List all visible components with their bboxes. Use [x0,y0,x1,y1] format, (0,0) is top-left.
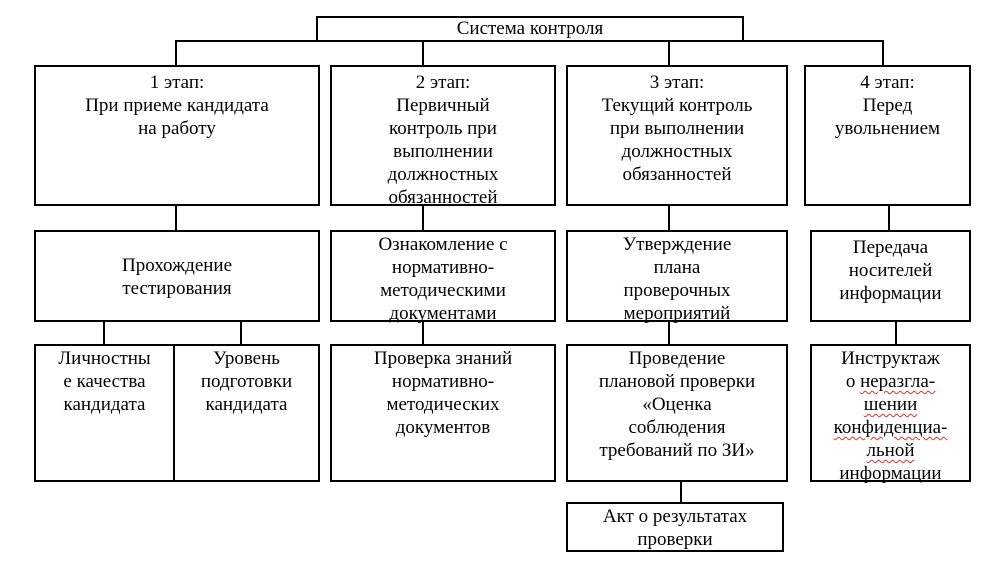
inspection-act-box: Акт о результатах проверки [566,502,784,552]
familiarization-line-4: документами [389,303,497,324]
knowledge-check-line-3: методических [386,394,500,415]
training-level-line-2: подготовки [200,371,293,392]
knowledge-check-line-1: Проверка знаний [373,348,513,369]
media-handover-line-3: информации [839,283,942,304]
stage-4-box: 4 этап: Перед увольнением [804,65,971,206]
stage-2-box: 2 этап: Первичный контроль при выполнени… [330,65,556,208]
nda-briefing-box: Инструктаж о неразгла- шении конфиденциа… [810,344,971,484]
root-drop-4 [882,40,884,66]
planned-inspection-box: Проведение плановой проверки «Оценка соб… [566,344,788,482]
plan-approval-line-2: плана [653,257,701,278]
stage-1-line-3: на работу [138,118,216,139]
stage-3-line-5: обязанностей [622,164,732,185]
stage-2-line-6: обязанностей [388,187,498,208]
stage-3-line-3: при выполнении [609,118,745,139]
root-drop-1 [175,40,177,66]
testing-line-2: тестирования [122,278,232,299]
stage-2-line-3: контроль при [389,118,497,139]
plan-approval-line-3: проверочных [623,280,731,301]
stage1-connector [175,205,177,231]
stage-2-line-1: 2 этап: [415,72,471,93]
training-level-line-1: Уровень [213,348,280,369]
planned-inspection-line-1: Проведение [628,348,726,369]
nda-briefing-word-nerazgla: неразгла- [860,371,936,392]
plan-approval-box: Утверждение плана проверочных мероприяти… [566,230,788,324]
testing-connector-left [103,321,105,345]
training-level-line-3: кандидата [205,394,288,415]
planned-inspection-line-2: плановой проверки [598,371,756,392]
stage-2-line-4: выполнении [393,141,493,162]
stage-2-line-2: Первичный [396,95,490,116]
level2-2-connector [422,321,424,345]
level2-4-connector [895,321,897,345]
stage-4-line-1: 4 этап: [860,72,915,93]
familiarization-line-1: Ознакомление с [378,234,508,255]
testing-connector-right [240,321,242,345]
stage3-connector [668,205,670,231]
nda-briefing-line-5: льной [866,440,915,461]
stage2-connector [422,205,424,231]
plan-approval-line-1: Утверждение [622,234,732,255]
knowledge-check-box: Проверка знаний нормативно- методических… [330,344,556,482]
root-drop-2 [422,40,424,66]
plan-approval-line-4: мероприятий [623,303,731,324]
planned-inspection-line-3: «Оценка [642,394,712,415]
knowledge-check-line-4: документов [395,417,491,438]
media-handover-line-1: Передача [852,237,929,258]
familiarization-line-2: нормативно- [391,257,495,278]
personal-qualities-line-2: е качества [63,371,146,392]
testing-line-1: Прохождение [121,255,233,276]
personal-qualities-line-3: кандидата [63,394,146,415]
planned-inspection-line-4: соблюдения [628,417,726,438]
knowledge-check-line-2: нормативно- [391,371,495,392]
familiarization-box: Ознакомление с нормативно- методическими… [330,230,556,324]
root-box: Система контроля [316,16,744,42]
inspection-act-line-2: проверки [637,529,713,550]
stage-1-box: 1 этап: При приеме кандидата на работу [34,65,320,206]
stage-3-box: 3 этап: Текущий контроль при выполнении … [566,65,788,206]
nda-briefing-line-6: информации [839,463,942,484]
stage-4-line-2: Перед [862,95,913,116]
nda-briefing-line-4: конфиденциа- [833,417,948,438]
stage-3-line-4: должностных [621,141,733,162]
root-drop-3 [668,40,670,66]
stage-3-line-2: Текущий контроль [601,95,753,116]
testing-box: Прохождение тестирования [34,230,320,322]
level2-3-connector [668,321,670,345]
nda-briefing-line-3: шении [863,394,918,415]
stage-4-line-3: увольнением [834,118,941,139]
inspection-act-line-1: Акт о результатах [602,506,748,527]
root-title: Система контроля [456,18,604,39]
stage-2-line-5: должностных [387,164,499,185]
stage4-connector [888,205,890,231]
personal-qualities-box: Личностны е качества кандидата [34,344,175,482]
personal-qualities-line-1: Личностны [58,348,151,369]
stage-1-line-2: При приеме кандидата [85,95,269,116]
planned-inspection-line-5: требований по ЗИ» [599,440,755,461]
media-handover-box: Передача носителей информации [810,230,971,322]
act-connector [680,482,682,503]
familiarization-line-3: методическими [380,280,506,301]
nda-briefing-word-o: о [845,371,856,392]
stage-3-line-1: 3 этап: [649,72,705,93]
stage-1-line-1: 1 этап: [149,72,205,93]
media-handover-line-2: носителей [848,260,933,281]
nda-briefing-line-1: Инструктаж [841,348,940,369]
nda-briefing-line-2: о неразгла- [812,370,969,393]
training-level-box: Уровень подготовки кандидата [173,344,320,482]
